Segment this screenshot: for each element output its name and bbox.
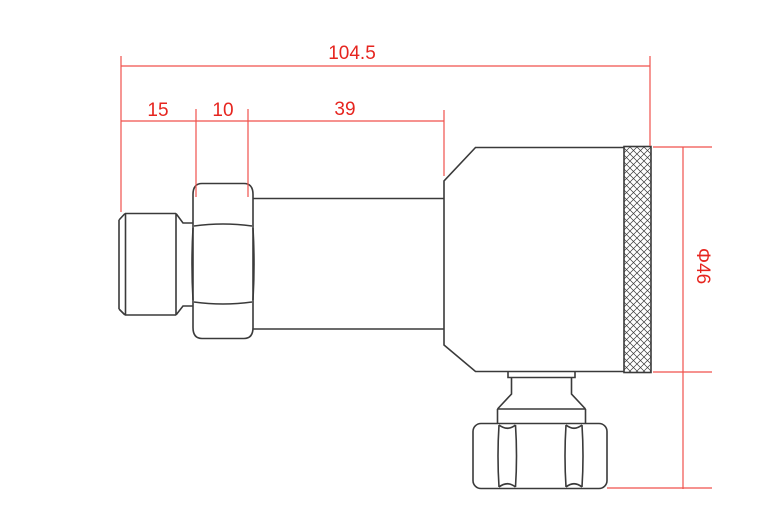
front-hex-facets: [191, 223, 255, 305]
gland-hex-nut: [472, 422, 608, 490]
dimension-diameter: Φ46: [692, 248, 713, 284]
dimension-thread-length: 15: [147, 100, 168, 121]
dimension-lines: [120, 56, 712, 489]
knurled-cap: [623, 145, 652, 374]
thread-plug: [118, 212, 197, 316]
housing-body: [443, 146, 624, 373]
gland-neck: [496, 371, 587, 424]
dimension-neck-length: 39: [334, 99, 355, 120]
body-cylinder: [250, 197, 444, 330]
dimension-hex-length: 10: [212, 100, 233, 121]
part-outline-group: [118, 145, 652, 490]
gland-hex-facets: [497, 424, 584, 488]
dimension-total-length: 104.5: [328, 43, 376, 64]
front-hex-nut: [192, 182, 254, 340]
